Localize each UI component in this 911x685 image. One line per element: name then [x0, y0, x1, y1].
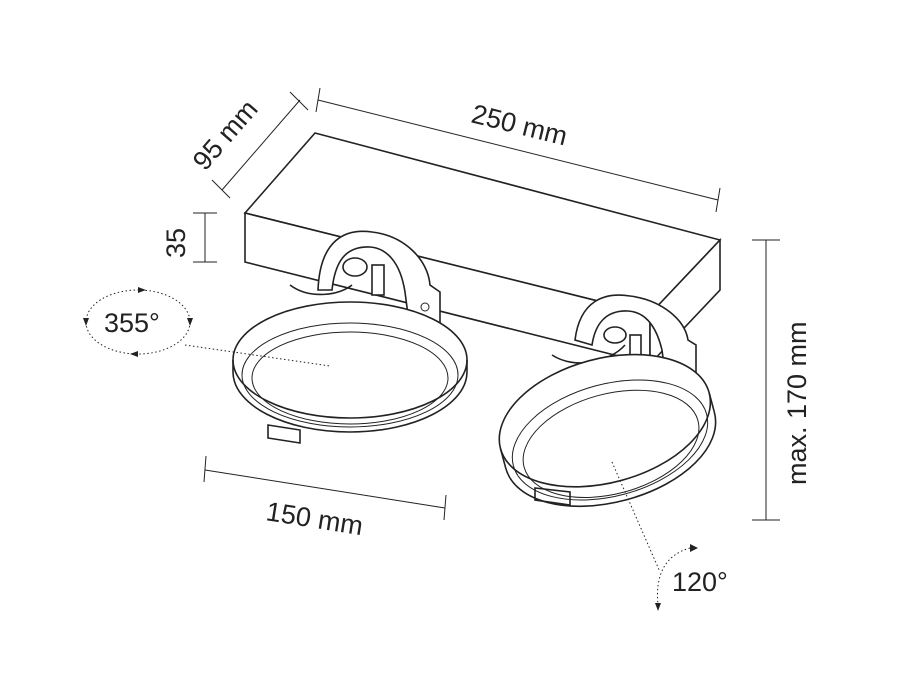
max-height-label: max. 170 mm [782, 321, 812, 485]
lamp-head-left [232, 230, 468, 444]
base-height-label: 35 [161, 228, 191, 258]
tilt-label: 120° [672, 567, 728, 597]
depth-label: 95 mm [187, 94, 264, 176]
dimension-lines [83, 87, 780, 611]
lamp-head-right [498, 294, 717, 507]
rotation-label: 355° [104, 308, 160, 338]
head-diameter-label: 150 mm [264, 496, 365, 541]
length-label: 250 mm [469, 99, 571, 152]
